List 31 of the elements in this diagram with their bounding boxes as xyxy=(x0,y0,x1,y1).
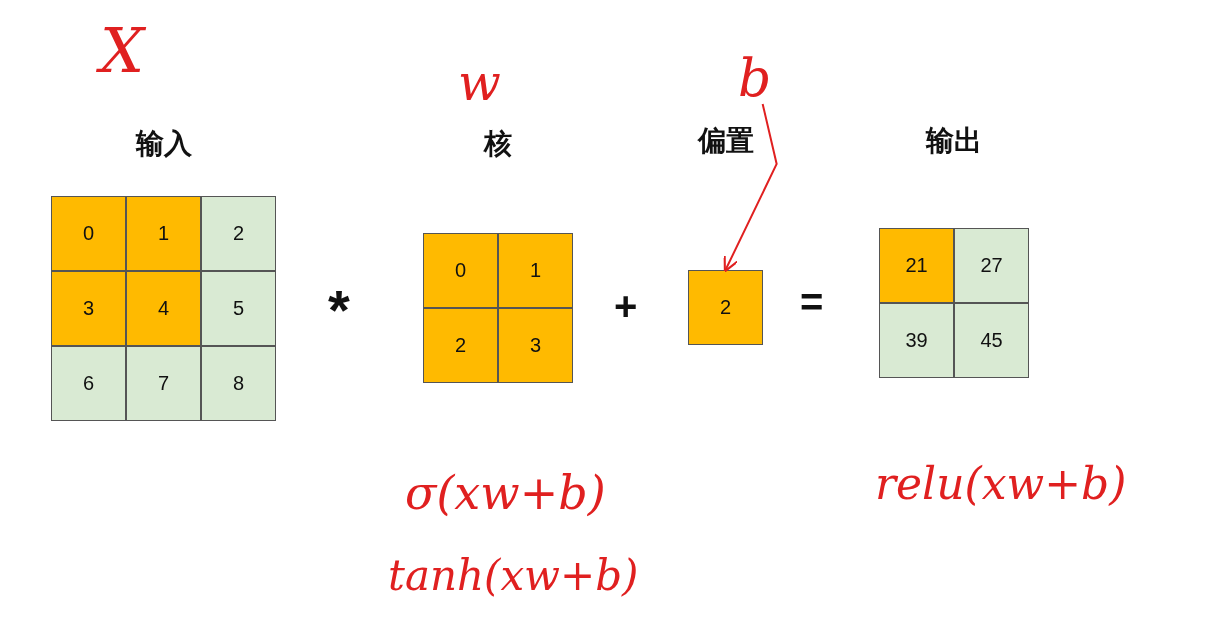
matrix-cell: 4 xyxy=(126,271,201,346)
handwritten-formula: tanh(xw+b) xyxy=(388,555,639,597)
matrix-cell: 2 xyxy=(201,196,276,271)
operator-symbol: * xyxy=(328,282,350,338)
matrix-heading: 核 xyxy=(482,127,513,161)
matrix-cell: 21 xyxy=(879,228,954,303)
handwritten-formula: σ(xw+b) xyxy=(405,470,606,516)
matrix-cell: 45 xyxy=(954,303,1029,378)
matrix-heading: 输出 xyxy=(924,124,983,158)
matrix-cell: 1 xyxy=(126,196,201,271)
matrix-cell: 0 xyxy=(51,196,126,271)
matrix-cell: 3 xyxy=(498,308,573,383)
handwritten-formula: relu(xw+b) xyxy=(875,462,1127,506)
matrix-heading: 输入 xyxy=(134,127,193,161)
matrix-cell: 2 xyxy=(688,270,763,345)
matrix-cell: 6 xyxy=(51,346,126,421)
matrix-cell: 7 xyxy=(126,346,201,421)
matrix-cell: 27 xyxy=(954,228,1029,303)
operator-symbol: = xyxy=(800,282,824,322)
matrix-cell: 2 xyxy=(423,308,498,383)
handwritten-note: b xyxy=(738,52,772,104)
matrix-cell: 39 xyxy=(879,303,954,378)
matrix-heading: 偏置 xyxy=(696,124,755,158)
matrix-cell: 3 xyxy=(51,271,126,346)
matrix-cell: 1 xyxy=(498,233,573,308)
operator-symbol: + xyxy=(614,286,638,326)
handwritten-note: w xyxy=(458,58,501,108)
arrow xyxy=(723,103,778,273)
matrix-cell: 8 xyxy=(201,346,276,421)
matrix-cell: 0 xyxy=(423,233,498,308)
matrix-cell: 5 xyxy=(201,271,276,346)
